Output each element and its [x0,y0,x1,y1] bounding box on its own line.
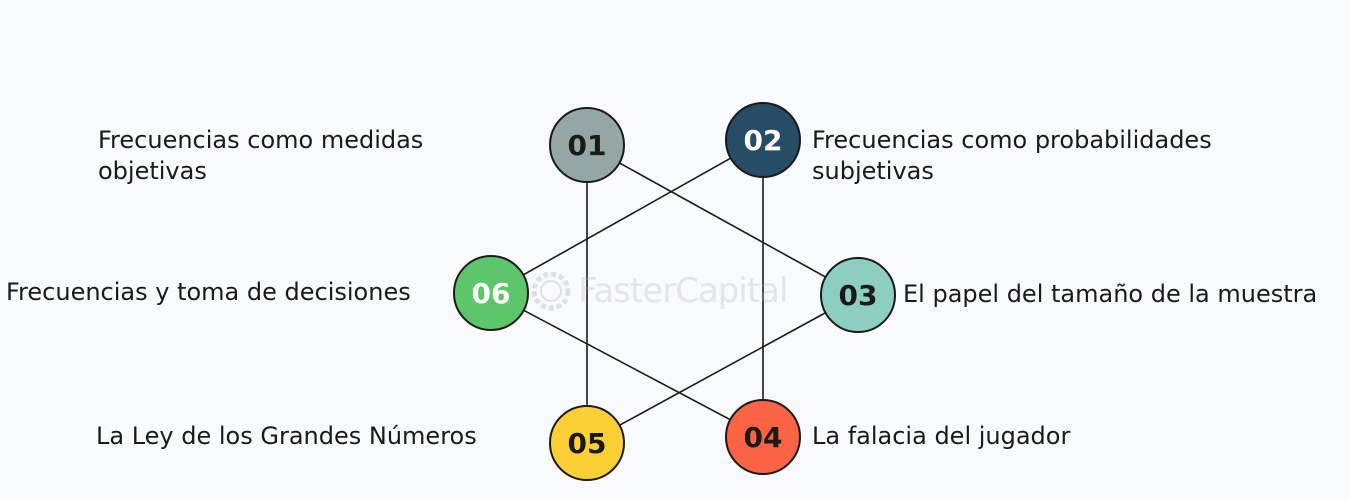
node-02: 02 [725,102,801,178]
label-03: El papel del tamaño de la muestra [903,279,1317,310]
label-01-line-2: objetivas [98,157,207,185]
label-02-line-2: subjetivas [812,157,934,185]
node-04-circle [725,399,801,475]
connector-01-03 [586,144,859,296]
node-01-number: 01 [568,129,607,162]
label-06: Frecuencias y toma de decisiones [6,277,411,308]
node-03-number: 03 [839,279,878,312]
label-04: La falacia del jugador [812,421,1070,452]
label-01-line-1: Frecuencias como medidas [98,126,424,154]
node-02-number: 02 [744,124,783,157]
label-02-line-1: Frecuencias como probabilidades [812,126,1212,154]
node-01-circle [549,107,625,183]
node-04: 04 [725,399,801,475]
label-04-line-1: La falacia del jugador [812,422,1071,450]
node-05-circle [549,405,625,481]
node-03: 03 [820,257,896,333]
node-03-circle [820,257,896,333]
label-06-line-1: Frecuencias y toma de decisiones [6,278,411,306]
node-06-circle [453,255,529,331]
connector-lines [490,139,859,444]
node-06-number: 06 [472,277,511,310]
label-03-line-1: El papel del tamaño de la muestra [903,280,1318,308]
connector-03-05 [586,294,859,444]
node-01: 01 [549,107,625,183]
label-05: La Ley de los Grandes Números [96,421,477,452]
label-05-line-1: La Ley de los Grandes Números [96,422,477,450]
node-06: 06 [453,255,529,331]
node-05-number: 05 [568,427,607,460]
connector-06-02 [490,139,764,294]
node-02-circle [725,102,801,178]
connector-04-06 [490,292,764,438]
node-05: 05 [549,405,625,481]
node-04-number: 04 [744,421,783,454]
label-01: Frecuencias como medidas objetivas [98,125,423,187]
label-02: Frecuencias como probabilidades subjetiv… [812,125,1212,187]
